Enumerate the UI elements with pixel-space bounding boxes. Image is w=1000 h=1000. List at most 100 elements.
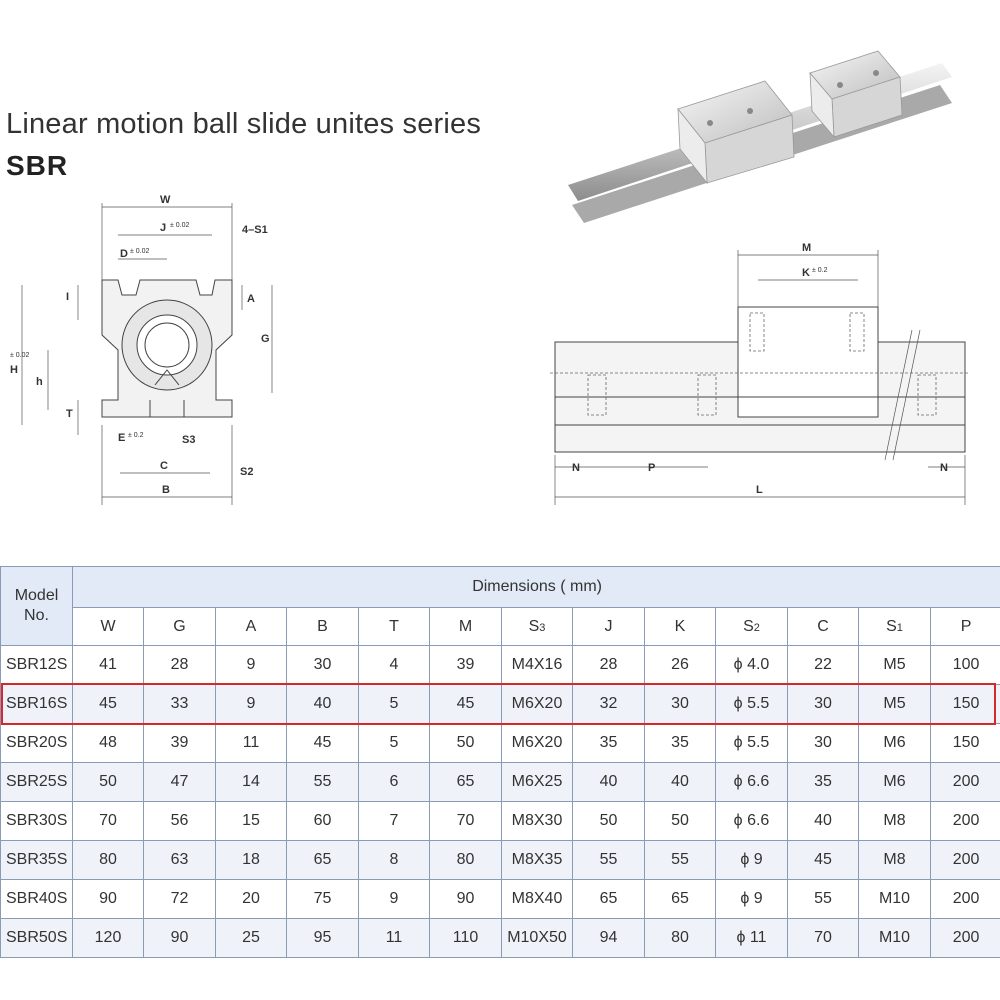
column-header: C bbox=[787, 607, 859, 646]
table-cell: 80 bbox=[72, 840, 144, 880]
table-cell: 80 bbox=[429, 840, 502, 880]
table-cell: 9 bbox=[215, 645, 287, 685]
table-cell: ϕ 4.0 bbox=[715, 645, 788, 685]
table-cell: 72 bbox=[143, 879, 216, 919]
table-cell: 50 bbox=[572, 801, 645, 841]
table-cell: 70 bbox=[429, 801, 502, 841]
table-cell: 55 bbox=[644, 840, 716, 880]
table-cell: 120 bbox=[72, 918, 144, 958]
table-cell: 150 bbox=[929, 684, 1000, 724]
table-cell: 200 bbox=[929, 879, 1000, 919]
model-cell: SBR20S bbox=[0, 723, 73, 763]
label-h-tol: ± 0.02 bbox=[10, 352, 30, 359]
table-cell: 200 bbox=[929, 801, 1000, 841]
label-l: L bbox=[756, 484, 763, 496]
column-header: J bbox=[572, 607, 645, 646]
table-cell: ϕ 5.5 bbox=[715, 723, 788, 763]
table-cell: 110 bbox=[429, 918, 502, 958]
table-cell: 75 bbox=[286, 879, 359, 919]
table-cell: M6X20 bbox=[501, 684, 573, 724]
table-cell: 41 bbox=[72, 645, 144, 685]
table-cell: 90 bbox=[429, 879, 502, 919]
model-cell: SBR16S bbox=[0, 684, 73, 724]
table-cell: 9 bbox=[358, 879, 430, 919]
table-cell: 11 bbox=[358, 918, 430, 958]
column-header: G bbox=[143, 607, 216, 646]
table-cell: 30 bbox=[644, 684, 716, 724]
table-cell: 40 bbox=[787, 801, 859, 841]
table-cell: ϕ 6.6 bbox=[715, 762, 788, 802]
table-cell: 200 bbox=[929, 840, 1000, 880]
table-cell: 39 bbox=[429, 645, 502, 685]
label-t: T bbox=[66, 408, 73, 420]
table-cell: 35 bbox=[787, 762, 859, 802]
table-cell: 94 bbox=[572, 918, 645, 958]
label-e: E bbox=[118, 432, 125, 444]
table-cell: ϕ 9 bbox=[715, 840, 788, 880]
label-c: C bbox=[160, 460, 168, 472]
column-header: K bbox=[644, 607, 716, 646]
table-cell: M8X40 bbox=[501, 879, 573, 919]
table-cell: 45 bbox=[286, 723, 359, 763]
model-label-2: No. bbox=[24, 607, 49, 624]
table-cell: 65 bbox=[286, 840, 359, 880]
side-view-drawing: M K ± 0.2 N P N L bbox=[550, 242, 970, 505]
table-cell: 33 bbox=[143, 684, 216, 724]
table-cell: 25 bbox=[215, 918, 287, 958]
model-cell: SBR50S bbox=[0, 918, 73, 958]
table-cell: 65 bbox=[644, 879, 716, 919]
label-a: A bbox=[247, 293, 255, 305]
model-label-1: Model bbox=[14, 587, 59, 604]
column-header: S3 bbox=[501, 607, 573, 646]
table-cell: 70 bbox=[787, 918, 859, 958]
table-cell: ϕ 6.6 bbox=[715, 801, 788, 841]
label-d: D bbox=[120, 248, 128, 260]
table-cell: M10 bbox=[858, 918, 931, 958]
table-cell: 28 bbox=[143, 645, 216, 685]
label-s1: 4–S1 bbox=[242, 224, 268, 236]
table-cell: M8 bbox=[858, 840, 931, 880]
page-title: Linear motion ball slide unites series bbox=[6, 108, 482, 140]
table-cell: 50 bbox=[72, 762, 144, 802]
label-n-right: N bbox=[940, 462, 948, 474]
column-header: P bbox=[929, 607, 1000, 646]
column-header: T bbox=[358, 607, 430, 646]
label-s2: S2 bbox=[240, 466, 253, 478]
model-header: Model No. bbox=[0, 566, 73, 646]
table-cell: 55 bbox=[787, 879, 859, 919]
table-cell: ϕ 9 bbox=[715, 879, 788, 919]
table-cell: 15 bbox=[215, 801, 287, 841]
table-cell: 90 bbox=[72, 879, 144, 919]
label-w: W bbox=[160, 194, 171, 206]
table-cell: 70 bbox=[72, 801, 144, 841]
table-cell: 55 bbox=[572, 840, 645, 880]
table-cell: M6X20 bbox=[501, 723, 573, 763]
table-cell: 48 bbox=[72, 723, 144, 763]
table-cell: 40 bbox=[286, 684, 359, 724]
table-cell: 28 bbox=[572, 645, 645, 685]
label-j: J bbox=[160, 222, 166, 234]
table-cell: 5 bbox=[358, 684, 430, 724]
table-cell: 95 bbox=[286, 918, 359, 958]
label-k-tol: ± 0.2 bbox=[812, 267, 828, 274]
table-cell: 30 bbox=[787, 723, 859, 763]
table-cell: 90 bbox=[143, 918, 216, 958]
table-cell: 60 bbox=[286, 801, 359, 841]
table-cell: 35 bbox=[644, 723, 716, 763]
label-h-big: H bbox=[10, 364, 18, 376]
table-cell: 55 bbox=[286, 762, 359, 802]
table-cell: 65 bbox=[572, 879, 645, 919]
model-cell: SBR30S bbox=[0, 801, 73, 841]
label-d-tol: ± 0.02 bbox=[130, 248, 150, 255]
label-k: K bbox=[802, 267, 810, 279]
table-cell: M8X35 bbox=[501, 840, 573, 880]
table-cell: ϕ 5.5 bbox=[715, 684, 788, 724]
table-cell: 26 bbox=[644, 645, 716, 685]
table-cell: M10 bbox=[858, 879, 931, 919]
